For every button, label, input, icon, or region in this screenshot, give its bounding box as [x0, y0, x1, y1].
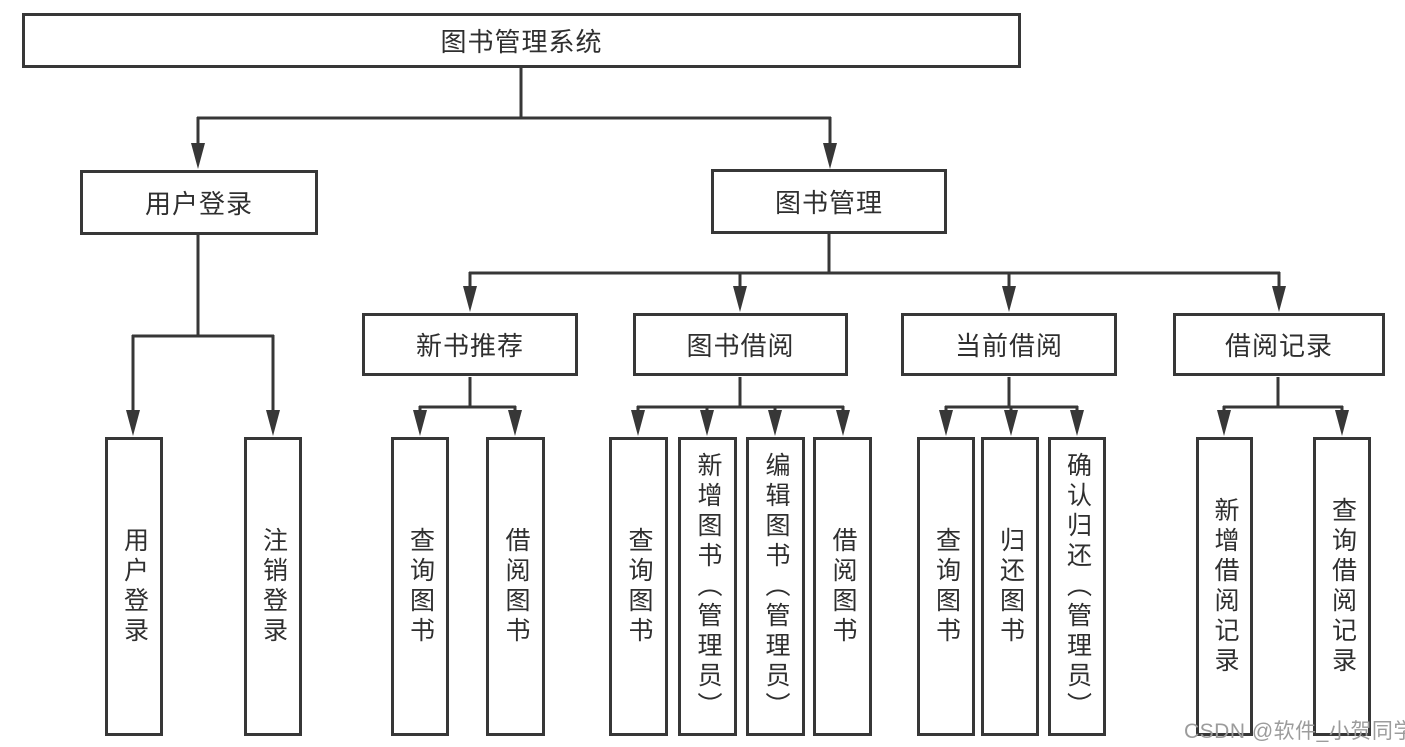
node-label: 查询图书 [932, 526, 961, 647]
arrowhead-icon [126, 143, 1349, 436]
leaf-borrow-edit-books-admin: 编辑图书（管理员） [746, 437, 805, 736]
node-label: 借阅图书 [502, 526, 530, 647]
leaf-logout: 注销登录 [244, 437, 302, 736]
node-label: 图书管理 [774, 188, 883, 218]
node-current-borrowing: 当前借阅 [901, 313, 1117, 376]
node-borrowing-records: 借阅记录 [1173, 313, 1385, 376]
node-label: 查询图书 [406, 526, 435, 647]
node-label: 新增图书（管理员） [694, 451, 722, 722]
leaf-user-login: 用户登录 [105, 437, 163, 736]
csdn-watermark: CSDN @软件_小贺同学 [1184, 720, 1405, 743]
node-label: 图书借阅 [686, 331, 795, 361]
leaf-newbook-borrow-books: 借阅图书 [486, 437, 545, 736]
node-label: 新书推荐 [415, 331, 524, 361]
node-label: 查询图书 [625, 526, 653, 647]
node-label: 当前借阅 [954, 331, 1063, 361]
node-label: 新增借阅记录 [1211, 496, 1239, 677]
node-new-book-recommend: 新书推荐 [362, 313, 578, 376]
node-label: 用户登录 [120, 526, 149, 647]
node-book-management: 图书管理 [711, 169, 947, 234]
node-label: 查询借阅记录 [1328, 496, 1357, 677]
node-label: 归还图书 [996, 526, 1025, 647]
node-label: 借阅图书 [829, 526, 857, 647]
leaf-borrow-add-books-admin: 新增图书（管理员） [678, 437, 737, 736]
node-label: 编辑图书（管理员） [762, 451, 790, 722]
node-label: 注销登录 [259, 526, 288, 647]
leaf-records-query-record: 查询借阅记录 [1313, 437, 1371, 736]
leaf-borrow-query-books: 查询图书 [609, 437, 668, 736]
node-user-login: 用户登录 [80, 170, 318, 235]
node-book-borrowing: 图书借阅 [633, 313, 848, 376]
leaf-current-query-books: 查询图书 [917, 437, 975, 736]
leaf-current-return-books: 归还图书 [981, 437, 1039, 736]
node-system-root: 图书管理系统 [22, 13, 1021, 68]
leaf-current-confirm-return-admin: 确认归还（管理员） [1048, 437, 1106, 736]
leaf-records-add-record: 新增借阅记录 [1196, 437, 1253, 736]
node-label: 借阅记录 [1224, 331, 1333, 361]
connector-line [131, 68, 1344, 412]
node-label: 图书管理系统 [440, 27, 603, 57]
leaf-newbook-query-books: 查询图书 [391, 437, 449, 736]
node-label: 确认归还（管理员） [1063, 451, 1092, 722]
node-label: 用户登录 [144, 189, 253, 219]
leaf-borrow-borrow-books: 借阅图书 [813, 437, 872, 736]
